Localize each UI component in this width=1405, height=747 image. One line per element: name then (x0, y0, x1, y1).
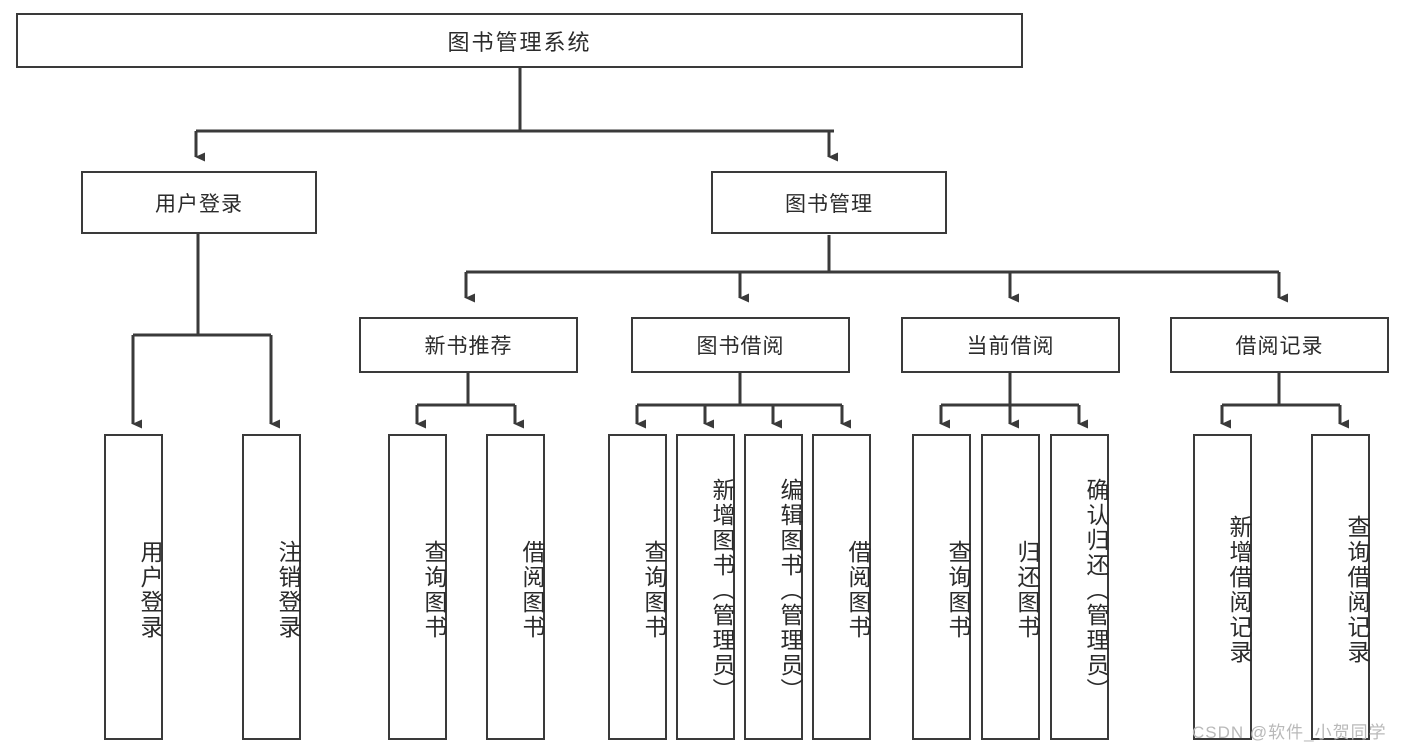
node-leaf-query-record[interactable]: 查询借阅记录 (1311, 434, 1370, 740)
node-label: 查询图书 (641, 540, 667, 640)
node-label: 新增图书（管理员） (709, 477, 735, 703)
node-leaf-edit-book[interactable]: 编辑图书（管理员） (744, 434, 803, 740)
node-label: 查询图书 (945, 540, 971, 640)
node-leaf-confirm-return[interactable]: 确认归还（管理员） (1050, 434, 1109, 740)
node-user-login[interactable]: 用户登录 (81, 171, 317, 234)
node-root-system[interactable]: 图书管理系统 (16, 13, 1023, 68)
node-label: 借阅图书 (519, 540, 545, 640)
node-label: 借阅记录 (1235, 335, 1324, 358)
node-label: 图书借阅 (696, 335, 785, 358)
node-leaf-user-login[interactable]: 用户登录 (104, 434, 163, 740)
node-borrow-record[interactable]: 借阅记录 (1170, 317, 1389, 373)
node-label: 借阅图书 (845, 540, 871, 640)
node-leaf-borrow-book-2[interactable]: 借阅图书 (812, 434, 871, 740)
node-leaf-query-book-1[interactable]: 查询图书 (388, 434, 447, 740)
node-label: 图书管理系统 (447, 29, 592, 55)
node-leaf-query-book-2[interactable]: 查询图书 (608, 434, 667, 740)
node-label: 当前借阅 (966, 335, 1055, 358)
node-leaf-add-book[interactable]: 新增图书（管理员） (676, 434, 735, 740)
node-leaf-query-book-3[interactable]: 查询图书 (912, 434, 971, 740)
node-leaf-add-record[interactable]: 新增借阅记录 (1193, 434, 1252, 740)
node-new-book-recommend[interactable]: 新书推荐 (359, 317, 578, 373)
node-book-borrow[interactable]: 图书借阅 (631, 317, 850, 373)
node-label: 新书推荐 (424, 335, 513, 358)
node-leaf-borrow-book-1[interactable]: 借阅图书 (486, 434, 545, 740)
node-label: 新增借阅记录 (1226, 515, 1252, 665)
node-leaf-logout-login[interactable]: 注销登录 (242, 434, 301, 740)
node-label: 查询图书 (421, 540, 447, 640)
node-label: 查询借阅记录 (1344, 515, 1370, 665)
node-label: 用户登录 (155, 192, 243, 216)
node-label: 图书管理 (785, 192, 873, 216)
node-label: 确认归还（管理员） (1083, 477, 1109, 703)
node-label: 归还图书 (1014, 540, 1040, 640)
node-current-borrow[interactable]: 当前借阅 (901, 317, 1120, 373)
node-label: 编辑图书（管理员） (777, 477, 803, 703)
node-book-manage[interactable]: 图书管理 (711, 171, 947, 234)
node-label: 注销登录 (275, 540, 301, 640)
node-leaf-return-book[interactable]: 归还图书 (981, 434, 1040, 740)
node-label: 用户登录 (137, 540, 163, 640)
